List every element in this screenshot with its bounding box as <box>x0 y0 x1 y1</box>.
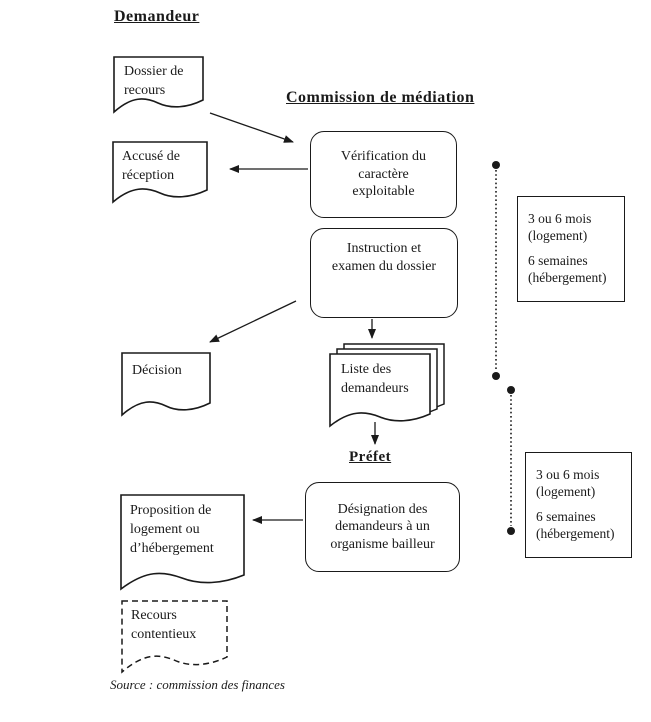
accuse-de-reception-label: Accusé de réception <box>122 147 180 185</box>
instruction-process-box: Instruction et examen du dossier <box>310 228 458 318</box>
accuse-line-1: Accusé de <box>122 149 180 164</box>
liste-line-2: demandeurs <box>341 381 409 396</box>
delay-bottom-line-3: 6 semaines <box>536 509 596 524</box>
delay-top-line-2: (logement) <box>528 228 588 243</box>
verification-line-2: caractère <box>358 166 409 182</box>
designation-line-2: demandeurs à un <box>335 519 430 535</box>
arrow-instruction-to-decision <box>209 300 297 343</box>
recours-contentieux-dashed-document-shape <box>121 600 228 674</box>
liste-line-1: Liste des <box>341 362 392 377</box>
arrow-dossier-to-verification <box>209 112 294 143</box>
delay-span-bottom-start-dot <box>507 386 515 394</box>
decision-label: Décision <box>132 361 182 380</box>
delay-span-bottom-end-dot <box>507 527 515 535</box>
delay-bottom-line-2: (logement) <box>536 484 596 499</box>
verification-process-box: Vérification du caractère exploitable <box>310 131 457 218</box>
designation-process-box: Désignation des demandeurs à un organism… <box>305 482 460 572</box>
delay-span-top <box>492 161 500 380</box>
accuse-line-2: réception <box>122 168 175 183</box>
liste-des-demandeurs-label: Liste des demandeurs <box>341 360 409 398</box>
recours-contentieux-label: Recours contentieux <box>131 606 196 644</box>
proposition-line-2: logement ou <box>130 522 200 537</box>
proposition-line-1: Proposition de <box>130 503 212 518</box>
delay-span-bottom <box>507 386 515 535</box>
delay-top-line-3: 6 semaines <box>528 253 588 268</box>
decision-line-1: Décision <box>132 363 182 378</box>
instruction-line-1: Instruction et <box>346 241 422 256</box>
liste-demandeurs-document-shape <box>329 353 431 428</box>
accuse-de-reception-document-shape <box>112 141 208 204</box>
proposition-line-3: d’hébergement <box>130 541 214 556</box>
delay-span-top-start-dot <box>492 161 500 169</box>
delay-bottom-line-4: (hébergement) <box>536 526 615 541</box>
verification-line-1: Vérification du <box>340 149 427 165</box>
designation-line-1: Désignation des <box>337 501 428 517</box>
delay-top-line-1: 3 ou 6 mois <box>528 211 592 226</box>
dossier-de-recours-document-shape <box>113 56 204 114</box>
delay-note-top: 3 ou 6 mois (logement) 6 semaines (héber… <box>517 196 625 302</box>
delay-top-line-4: (hébergement) <box>528 270 607 285</box>
delay-note-bottom: 3 ou 6 mois (logement) 6 semaines (héber… <box>525 452 632 558</box>
heading-commission-de-mediation: Commission de médiation <box>286 89 475 106</box>
verification-line-3: exploitable <box>352 184 415 200</box>
recours-line-1: Recours <box>131 608 177 623</box>
dossier-line-2: recours <box>124 83 166 98</box>
heading-demandeur: Demandeur <box>114 8 200 25</box>
delay-bottom-line-1: 3 ou 6 mois <box>536 467 600 482</box>
instruction-line-2: examen du dossier <box>331 258 437 274</box>
decision-document-shape <box>121 352 211 417</box>
dossier-de-recours-label: Dossier de recours <box>124 62 184 100</box>
delay-span-top-end-dot <box>492 372 500 380</box>
source-caption: Source : commission des finances <box>110 677 285 692</box>
designation-line-3: organisme bailleur <box>330 536 435 552</box>
proposition-label: Proposition de logement ou d’hébergement <box>130 501 214 558</box>
recours-line-2: contentieux <box>131 627 197 642</box>
proposition-document-shape <box>120 494 245 591</box>
heading-prefet: Préfet <box>349 449 392 465</box>
dossier-line-1: Dossier de <box>124 64 184 79</box>
